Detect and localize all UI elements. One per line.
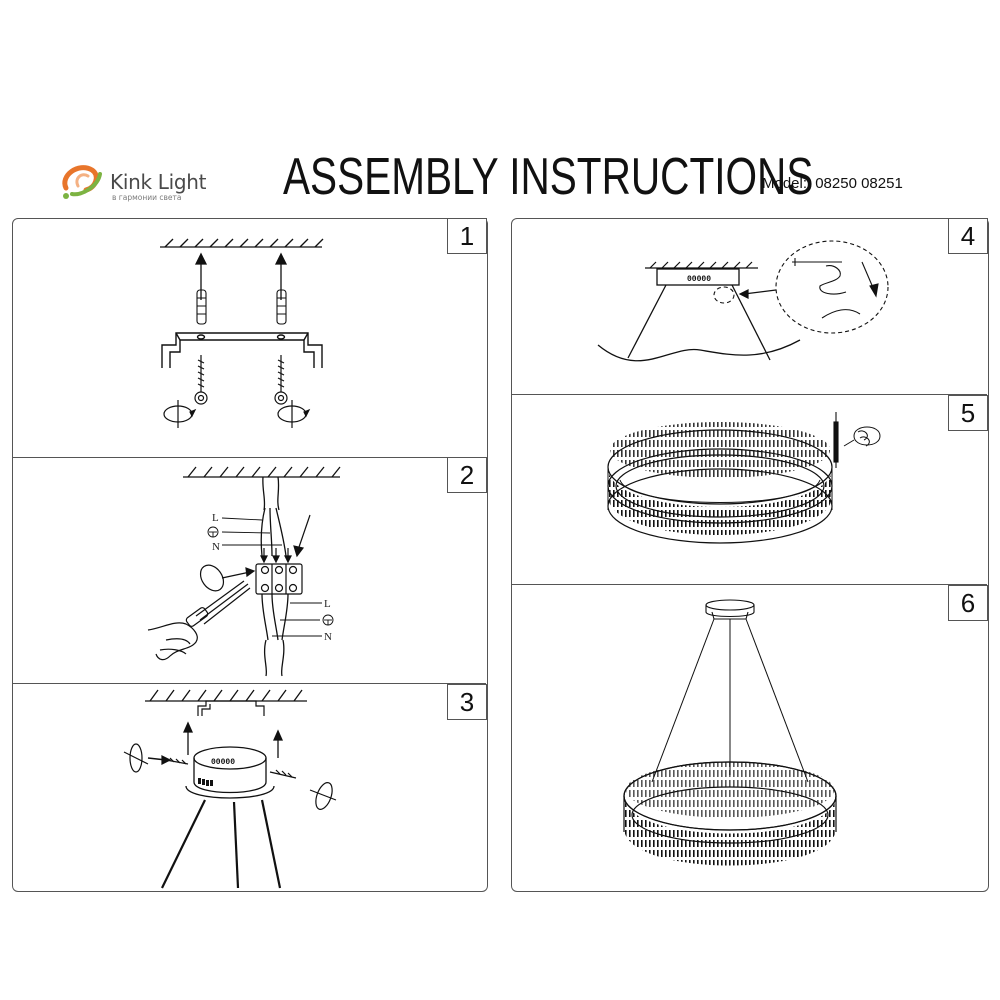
kink-light-logo <box>62 165 102 199</box>
divider-4-5 <box>512 394 987 395</box>
crystal-ring <box>623 761 837 866</box>
suspension-cable <box>627 284 771 361</box>
rotate-arrow-icon <box>199 564 256 592</box>
logo-swirl-icon <box>62 165 102 199</box>
wire-leader-lines <box>207 517 282 546</box>
mounting-bracket <box>161 332 323 368</box>
wire-label-l-top: L <box>212 512 219 524</box>
canopy <box>185 746 275 799</box>
terminal-block <box>255 563 303 595</box>
detail-callout <box>843 426 881 447</box>
brand-tagline: в гармонии света <box>112 193 182 202</box>
canopy <box>656 268 740 286</box>
model-info: Model: 08250 08251 <box>762 175 903 192</box>
suspension-cable <box>161 799 282 889</box>
driver-label: 00000 <box>211 758 235 767</box>
side-screw-icon <box>147 755 297 779</box>
step-number-2: 2 <box>447 457 487 493</box>
ceiling-hatch <box>645 261 758 269</box>
load-cable <box>261 593 289 677</box>
supply-cable <box>260 476 287 557</box>
canopy-slots <box>198 778 213 786</box>
divider-1-2 <box>13 457 486 458</box>
step-number-6: 6 <box>948 585 988 621</box>
arrow-down-icon <box>260 514 311 564</box>
step-number-5: 5 <box>948 395 988 431</box>
divider-5-6 <box>512 584 987 585</box>
screw-icon <box>194 355 288 405</box>
brand-name: Kink Light <box>110 170 207 194</box>
ceiling-hatch <box>160 238 324 248</box>
ring-edge <box>597 339 801 362</box>
rotate-arrow-icon <box>163 400 311 428</box>
divider-2-3 <box>13 683 486 684</box>
wire-leader-lines <box>272 602 334 637</box>
canopy <box>705 599 755 620</box>
step-number-1: 1 <box>447 218 487 254</box>
driver-label-4: 00000 <box>687 275 711 284</box>
arrow-left-icon <box>738 289 777 299</box>
hanging-pin-icon <box>833 412 839 468</box>
detail-callout <box>713 240 889 334</box>
arrow-up-icon <box>182 721 284 758</box>
mounting-bracket <box>197 700 265 716</box>
model-numbers: 08250 08251 <box>815 175 903 192</box>
rotate-arrow-icon <box>123 743 337 810</box>
left-instructions-panel <box>12 218 488 892</box>
crystal-ring <box>607 422 833 544</box>
suspension-cable <box>651 618 809 783</box>
wall-anchor-icon <box>196 289 287 325</box>
wire-label-n-top: N <box>212 541 220 553</box>
arrow-up-icon <box>194 252 288 300</box>
ceiling-hatch <box>183 466 341 478</box>
wire-label-n-bottom: N <box>324 631 332 643</box>
wire-label-l-bottom: L <box>324 598 331 610</box>
page-title: ASSEMBLY INSTRUCTIONS <box>283 148 814 206</box>
screwdriver-hand-icon <box>147 580 251 661</box>
step-number-4: 4 <box>948 218 988 254</box>
step-number-3: 3 <box>447 684 487 720</box>
hand-adjust-icon <box>792 258 879 319</box>
model-label: Model: <box>762 175 808 192</box>
